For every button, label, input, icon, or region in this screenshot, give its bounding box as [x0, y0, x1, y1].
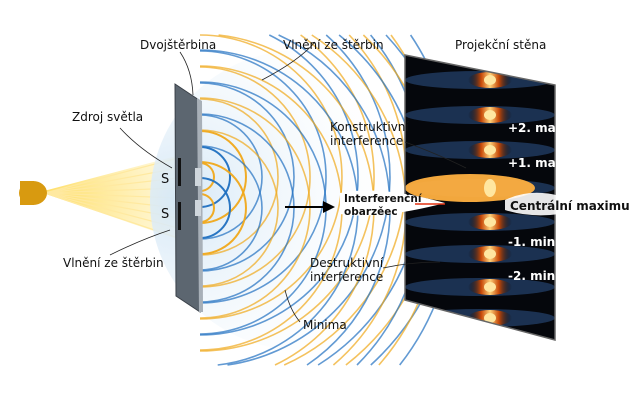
wave-front	[199, 82, 295, 272]
fringe-core	[484, 313, 496, 323]
label-pattern-2: obarzěec	[344, 206, 398, 218]
slit-2	[178, 202, 181, 230]
arrow-icon	[323, 201, 335, 213]
label-light-source: Zdroj světla	[72, 110, 144, 124]
label-double-slit: Dvojštěrbina	[140, 38, 217, 52]
wave-front	[199, 129, 279, 287]
label-waves-bottom: Vlnění ze štěrbin	[63, 256, 164, 270]
label-pattern-1: Interferenční	[344, 193, 422, 205]
wave-front	[199, 98, 279, 256]
label-min-minus2: -2. minimum	[508, 269, 593, 283]
fringe-core	[484, 179, 496, 197]
callout-bubble	[340, 190, 445, 216]
wave-front	[199, 34, 343, 320]
wave-front	[199, 130, 247, 224]
fringe-core	[484, 249, 496, 259]
wave-front	[199, 50, 327, 304]
fringe-core	[484, 217, 496, 227]
wave-front	[199, 161, 247, 255]
label-constructive-1: Konstruktivní	[330, 120, 409, 134]
wave-front	[199, 162, 215, 192]
slit-1	[178, 158, 181, 186]
label-max-plus2: +2. maximum	[508, 121, 602, 135]
wave-front	[199, 193, 215, 223]
label-destructive-1: Destruktivní	[310, 256, 384, 270]
fringe-core	[484, 145, 496, 155]
label-min-minus1: -1. minimum	[508, 235, 593, 249]
fringe-core	[484, 110, 496, 120]
wave-front	[199, 114, 263, 240]
label-constructive-2: interference	[330, 134, 404, 148]
fringe-core	[484, 75, 496, 85]
wave-front	[199, 34, 375, 352]
fringe-core	[484, 282, 496, 292]
label-max-plus1: +1. maximum	[508, 156, 602, 170]
label-screen: Projekční stěna	[455, 38, 547, 52]
label-central-maximum: Centrální maximum	[510, 199, 630, 213]
label-slit-s2: S	[161, 207, 170, 222]
wave-front	[218, 34, 375, 366]
label-waves-top: Vlnění ze štěrbin	[283, 38, 384, 52]
wave-front	[199, 145, 263, 271]
bright-fringe	[405, 174, 535, 202]
wave-front	[278, 34, 391, 366]
wave-front	[199, 177, 231, 239]
wave-front	[199, 146, 231, 208]
label-destructive-2: interference	[310, 270, 384, 284]
wave-front	[199, 66, 311, 288]
label-minima: Minima	[303, 318, 347, 332]
double-slit-plate	[174, 83, 201, 313]
label-slit-s1: S	[161, 172, 170, 187]
